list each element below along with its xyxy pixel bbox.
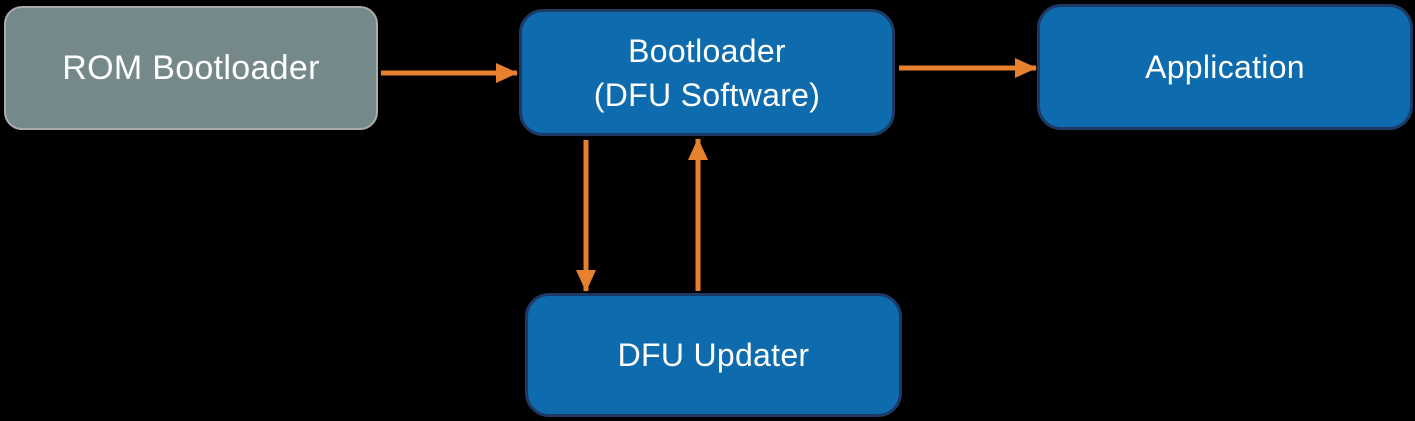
node-rom-bootloader-label: ROM Bootloader [62,48,320,87]
node-bootloader-dfu-software: Bootloader (DFU Software) [519,9,895,136]
node-bootloader-label: Bootloader (DFU Software) [593,32,821,113]
node-rom-bootloader: ROM Bootloader [4,6,378,130]
node-application: Application [1037,4,1413,130]
node-application-label: Application [1145,49,1305,85]
node-dfu-updater: DFU Updater [525,293,902,417]
node-dfu-updater-label: DFU Updater [617,337,810,373]
